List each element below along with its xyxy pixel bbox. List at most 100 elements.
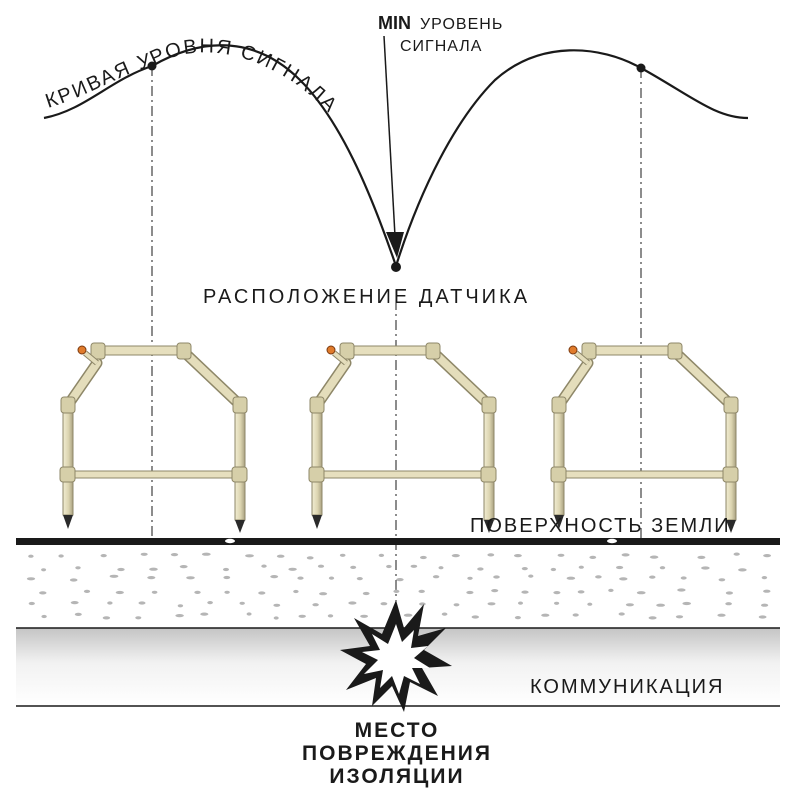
soil-dot bbox=[138, 601, 146, 605]
soil-dot bbox=[589, 555, 597, 560]
soil-dot bbox=[293, 589, 299, 594]
soil-dot bbox=[273, 616, 279, 620]
soil-dot bbox=[420, 555, 427, 560]
soil-dot bbox=[521, 567, 528, 571]
soil-dot bbox=[680, 576, 687, 580]
soil-dot bbox=[393, 589, 400, 594]
communication-label: КОММУНИКАЦИЯ bbox=[530, 676, 724, 698]
soil-dot bbox=[733, 552, 740, 556]
soil-dot bbox=[223, 567, 229, 572]
soil-dot bbox=[69, 578, 78, 582]
soil-dot bbox=[621, 553, 630, 557]
soil-dot bbox=[403, 613, 413, 617]
soil-dot bbox=[109, 574, 119, 578]
soil-dot bbox=[649, 555, 659, 559]
soil-dot bbox=[317, 564, 325, 568]
soil-dot bbox=[595, 575, 602, 579]
soil-dot bbox=[224, 590, 230, 594]
soil-dot bbox=[675, 615, 684, 619]
soil-dot bbox=[625, 603, 634, 607]
soil-dot bbox=[487, 553, 495, 557]
soil-dot bbox=[75, 566, 81, 570]
soil-dot bbox=[656, 603, 665, 607]
soil-dot bbox=[74, 612, 82, 617]
soil-dot bbox=[58, 554, 64, 558]
a-frame-sensor-icon-center bbox=[309, 343, 496, 533]
soil-dot bbox=[557, 553, 565, 557]
soil-dot bbox=[312, 603, 319, 607]
soil-dot bbox=[261, 564, 267, 568]
soil-dot bbox=[717, 613, 726, 617]
soil-dot bbox=[659, 566, 666, 570]
soil-dot bbox=[541, 613, 550, 617]
soil-dot bbox=[636, 591, 646, 595]
curve-point-left bbox=[147, 61, 157, 71]
soil-dot bbox=[177, 604, 184, 608]
soil-dot bbox=[550, 567, 557, 572]
min-label: MIN bbox=[378, 13, 411, 33]
soil-dot bbox=[554, 601, 560, 605]
soil-dot bbox=[725, 602, 732, 606]
soil-dot bbox=[339, 553, 346, 557]
soil-dot bbox=[725, 591, 734, 595]
soil-dot bbox=[258, 591, 266, 595]
soil-dot bbox=[135, 616, 142, 620]
damage-label-line3: ИЗОЛЯЦИИ bbox=[329, 765, 464, 788]
soil-dot bbox=[518, 601, 523, 605]
soil-dot bbox=[758, 615, 767, 619]
soil-dot bbox=[677, 588, 686, 592]
damage-label-line1: МЕСТО bbox=[355, 719, 440, 742]
soil-dot bbox=[39, 591, 47, 595]
soil-dot bbox=[350, 565, 357, 570]
soil-dot bbox=[438, 566, 444, 570]
soil-dot bbox=[761, 576, 768, 580]
soil-dot bbox=[28, 601, 35, 606]
soil-dot bbox=[410, 564, 418, 568]
soil-dot bbox=[419, 602, 426, 606]
soil-dot bbox=[297, 576, 304, 580]
explosion-burst-icon bbox=[340, 600, 452, 712]
signal-curve-label: КРИВАЯ УРОВНЯ СИГНАЛА bbox=[43, 35, 342, 117]
ground-surface-line bbox=[16, 538, 780, 545]
soil-dot bbox=[356, 577, 363, 581]
soil-dot bbox=[619, 577, 628, 581]
soil-dot bbox=[487, 602, 496, 606]
soil-dot bbox=[380, 602, 388, 606]
soil-dot bbox=[514, 554, 522, 558]
ground-surface-label: ПОВЕРХНОСТЬ ЗЕМЛИ bbox=[470, 515, 731, 537]
soil-dot bbox=[223, 575, 231, 580]
soil-dot bbox=[348, 601, 357, 605]
soil-dot bbox=[170, 553, 179, 557]
soil-dot bbox=[761, 603, 769, 607]
soil-dot bbox=[718, 578, 726, 582]
soil-dot bbox=[616, 565, 624, 570]
a-frame-sensor-icon-right bbox=[551, 343, 738, 533]
soil-dot bbox=[245, 554, 254, 558]
soil-dot bbox=[273, 603, 281, 607]
sensor-position-label: РАСПОЛОЖЕНИЕ ДАТЧИКА bbox=[203, 286, 530, 308]
soil-dot bbox=[276, 554, 285, 558]
soil-dot bbox=[608, 588, 614, 593]
soil-dot bbox=[327, 614, 334, 618]
soil-dot bbox=[491, 589, 499, 593]
min-label-line1: УРОВЕНЬ bbox=[420, 16, 503, 33]
soil-dot bbox=[466, 590, 474, 595]
soil-dot bbox=[107, 601, 113, 605]
soil-dot bbox=[140, 552, 148, 556]
soil-dot bbox=[528, 574, 534, 578]
soil-dot bbox=[41, 614, 47, 619]
soil-dot bbox=[477, 567, 484, 571]
a-frame-sensor-icon-left bbox=[60, 343, 247, 533]
soil-dot bbox=[432, 575, 440, 579]
soil-dot bbox=[201, 552, 211, 556]
soil-dot bbox=[553, 591, 561, 595]
soil-dot bbox=[288, 567, 297, 571]
soil-dot bbox=[441, 612, 448, 616]
soil-dot bbox=[514, 616, 521, 620]
soil-dot bbox=[451, 554, 460, 558]
soil-dot bbox=[587, 602, 593, 606]
soil-dot bbox=[175, 614, 184, 618]
soil-layer bbox=[26, 552, 771, 620]
soil-dot bbox=[378, 553, 385, 558]
